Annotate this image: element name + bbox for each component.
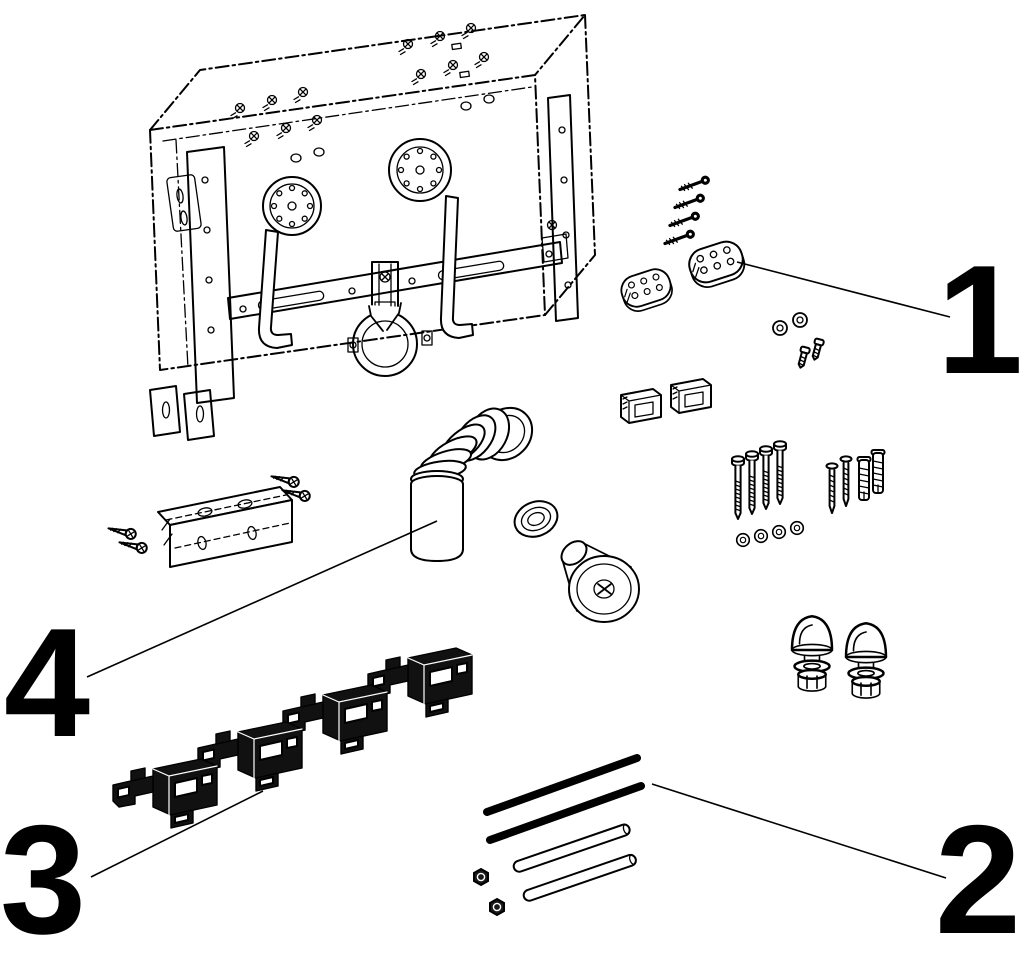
frame-clip bbox=[112, 758, 218, 829]
frame-screw-icon bbox=[474, 51, 490, 69]
cone-connector bbox=[560, 540, 640, 623]
frame-screw-icon bbox=[411, 68, 427, 86]
washer-icon bbox=[772, 320, 788, 336]
mounting-frame bbox=[149, 14, 596, 441]
wood-screw-icon bbox=[106, 522, 138, 541]
wall-anchor-icon bbox=[870, 449, 886, 494]
drain-elbow-group bbox=[106, 406, 640, 623]
sleeve-tube bbox=[522, 853, 637, 902]
seal-ring bbox=[513, 500, 559, 538]
washer-icon bbox=[792, 312, 808, 328]
wall-anchor-icon bbox=[856, 456, 872, 501]
small-bolt-icon bbox=[795, 345, 812, 370]
frame-screw-icon bbox=[430, 30, 446, 48]
medium-screw-icon bbox=[839, 455, 853, 507]
small-bolt-icon bbox=[809, 337, 826, 362]
long-screw-icon bbox=[731, 455, 745, 520]
callout-1: 1 bbox=[937, 233, 1023, 406]
frame-screw-icon bbox=[293, 86, 309, 104]
small-screw-icon bbox=[671, 190, 708, 214]
frame-screw-icon bbox=[262, 94, 278, 112]
frame-screw-icon bbox=[461, 22, 477, 40]
leader-line-4 bbox=[86, 520, 438, 678]
threaded-rod bbox=[486, 782, 645, 844]
callout-3: 3 bbox=[0, 793, 86, 956]
fixation-set-group bbox=[616, 172, 888, 700]
frame-screw-icon bbox=[443, 59, 459, 77]
long-screw-icon bbox=[759, 445, 773, 510]
threaded-rod bbox=[483, 754, 641, 816]
frame-screw-icon bbox=[276, 122, 292, 140]
cover-plate bbox=[684, 236, 750, 293]
angle-bracket bbox=[106, 470, 312, 568]
long-screw-icon bbox=[745, 450, 759, 515]
hex-nut-icon bbox=[473, 868, 489, 886]
leader-line-3 bbox=[90, 790, 264, 878]
leader-line-2 bbox=[651, 783, 947, 879]
fixation-cap bbox=[790, 615, 834, 693]
small-screw-icon bbox=[666, 208, 703, 232]
washer-icon bbox=[753, 528, 769, 544]
cover-plate bbox=[616, 264, 677, 316]
washer-icon bbox=[789, 520, 805, 536]
leader-lines bbox=[86, 261, 951, 879]
wood-screw-icon bbox=[269, 470, 301, 489]
frame-screw-icon bbox=[398, 38, 414, 56]
hex-nut-icon bbox=[489, 898, 505, 916]
leader-line-1 bbox=[736, 261, 951, 318]
washer-icon bbox=[771, 524, 787, 540]
long-screw-icon bbox=[773, 440, 787, 505]
clip-set-group bbox=[112, 647, 473, 829]
fixation-cap bbox=[844, 622, 888, 700]
medium-screw-icon bbox=[825, 462, 839, 514]
wood-screw-icon bbox=[117, 536, 149, 555]
callout-4: 4 bbox=[4, 596, 90, 769]
mounting-clip bbox=[670, 378, 712, 414]
rod-set-group bbox=[473, 754, 645, 916]
washer-icon bbox=[735, 532, 751, 548]
callout-2: 2 bbox=[935, 793, 1021, 956]
frame-screw-icon bbox=[307, 114, 323, 132]
small-screw-icon bbox=[676, 172, 713, 196]
small-screw-icon bbox=[661, 226, 698, 250]
frame-screw-icon bbox=[244, 130, 260, 148]
sleeve-tube bbox=[512, 823, 631, 873]
mounting-clip bbox=[620, 388, 662, 424]
